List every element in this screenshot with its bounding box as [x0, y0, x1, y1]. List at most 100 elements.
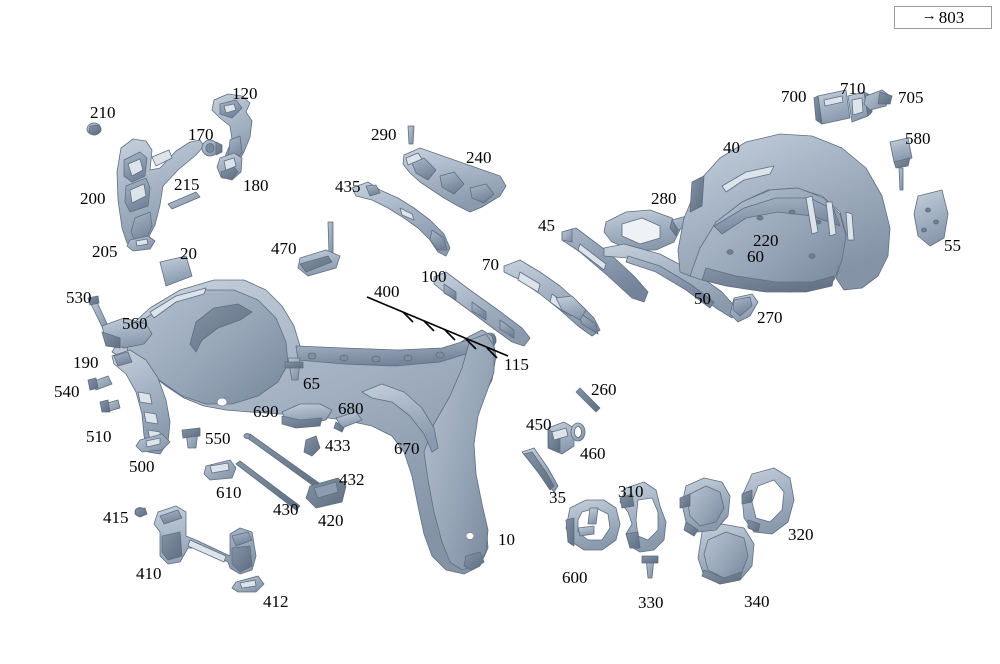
part-430 — [235, 460, 301, 511]
part-label-60[interactable]: 60 — [747, 247, 764, 266]
part-label-260[interactable]: 260 — [591, 380, 617, 399]
part-290 — [407, 125, 415, 145]
part-label-220[interactable]: 220 — [753, 231, 779, 250]
part-240 — [402, 147, 507, 213]
part-label-530[interactable]: 530 — [66, 288, 92, 307]
part-label-40[interactable]: 40 — [723, 138, 740, 157]
part-label-580[interactable]: 580 — [905, 129, 931, 148]
part-100 — [433, 271, 531, 347]
part-label-115[interactable]: 115 — [504, 355, 529, 374]
part-label-415[interactable]: 415 — [103, 508, 129, 527]
part-610 — [203, 459, 237, 481]
part-510 — [99, 399, 121, 413]
part-670 — [361, 383, 439, 453]
part-label-610[interactable]: 610 — [216, 483, 242, 502]
part-label-290[interactable]: 290 — [371, 125, 397, 144]
part-210 — [86, 122, 102, 136]
part-420 — [305, 477, 347, 509]
part-label-705[interactable]: 705 — [898, 88, 924, 107]
part-50 — [603, 243, 739, 319]
part-label-190[interactable]: 190 — [73, 353, 99, 372]
part-435 — [351, 181, 451, 257]
part-label-215[interactable]: 215 — [174, 175, 200, 194]
part-label-240[interactable]: 240 — [466, 148, 492, 167]
part-label-450[interactable]: 450 — [526, 415, 552, 434]
part-label-35[interactable]: 35 — [549, 488, 566, 507]
part-label-470[interactable]: 470 — [271, 239, 297, 258]
part-label-70[interactable]: 70 — [482, 255, 499, 274]
part-170 — [201, 139, 223, 157]
part-label-270[interactable]: 270 — [757, 308, 783, 327]
part-label-65[interactable]: 65 — [303, 374, 320, 393]
part-20 — [159, 255, 193, 287]
part-label-20[interactable]: 20 — [180, 244, 197, 263]
part-215 — [167, 191, 201, 210]
part-label-700[interactable]: 700 — [781, 87, 807, 106]
part-label-680[interactable]: 680 — [338, 399, 364, 418]
part-label-460[interactable]: 460 — [580, 444, 606, 463]
part-label-210[interactable]: 210 — [90, 103, 116, 122]
part-label-10[interactable]: 10 — [498, 530, 515, 549]
part-label-540[interactable]: 540 — [54, 382, 80, 401]
part-70 — [503, 259, 601, 337]
part-433 — [303, 435, 321, 457]
part-500 — [135, 433, 171, 453]
part-680 — [333, 411, 363, 433]
part-label-200[interactable]: 200 — [80, 189, 106, 208]
part-340 — [697, 523, 755, 585]
part-label-320[interactable]: 320 — [788, 525, 814, 544]
part-310 — [619, 481, 667, 553]
part-35 — [521, 447, 559, 493]
part-label-500[interactable]: 500 — [129, 457, 155, 476]
part-label-510[interactable]: 510 — [86, 427, 112, 446]
part-label-50[interactable]: 50 — [694, 289, 711, 308]
part-label-310[interactable]: 310 — [618, 482, 644, 501]
part-410 — [153, 505, 257, 575]
part-label-400[interactable]: 400 — [374, 282, 400, 301]
reference-box-content: →803 — [922, 8, 965, 28]
callout-400-line — [366, 296, 509, 359]
part-560 — [101, 317, 153, 349]
part-460 — [570, 422, 586, 442]
part-label-670[interactable]: 670 — [394, 439, 420, 458]
part-label-340[interactable]: 340 — [744, 592, 770, 611]
part-label-170[interactable]: 170 — [188, 125, 214, 144]
part-label-330[interactable]: 330 — [638, 593, 664, 612]
part-label-45[interactable]: 45 — [538, 216, 555, 235]
part-label-180[interactable]: 180 — [243, 176, 269, 195]
part-label-420[interactable]: 420 — [318, 511, 344, 530]
right-arrow-icon: → — [921, 8, 937, 24]
reference-box-label: 803 — [938, 7, 965, 27]
part-label-435[interactable]: 435 — [335, 177, 361, 196]
reference-box[interactable]: →803 — [894, 6, 992, 29]
part-label-430[interactable]: 430 — [273, 500, 299, 519]
part-label-560[interactable]: 560 — [122, 314, 148, 333]
part-label-710[interactable]: 710 — [840, 79, 866, 98]
part-label-432[interactable]: 432 — [339, 470, 365, 489]
part-label-600[interactable]: 600 — [562, 568, 588, 587]
part-180 — [216, 152, 243, 181]
part-40 — [677, 133, 891, 293]
part-label-433[interactable]: 433 — [325, 436, 351, 455]
part-label-410[interactable]: 410 — [136, 564, 162, 583]
part-label-55[interactable]: 55 — [944, 236, 961, 255]
part-550 — [181, 427, 201, 449]
part-310-housing — [679, 477, 731, 537]
part-label-550[interactable]: 550 — [205, 429, 231, 448]
part-270 — [729, 293, 759, 323]
part-412 — [231, 575, 265, 593]
part-690 — [281, 403, 333, 429]
part-label-690[interactable]: 690 — [253, 402, 279, 421]
part-470 — [297, 221, 341, 277]
part-540 — [87, 375, 113, 391]
part-label-412[interactable]: 412 — [263, 592, 289, 611]
part-label-100[interactable]: 100 — [421, 267, 447, 286]
part-705 — [863, 89, 893, 111]
part-label-280[interactable]: 280 — [651, 189, 677, 208]
part-320 — [741, 467, 795, 535]
part-280 — [603, 209, 681, 251]
part-label-120[interactable]: 120 — [232, 84, 258, 103]
part-label-205[interactable]: 205 — [92, 242, 118, 261]
part-600 — [565, 499, 621, 551]
